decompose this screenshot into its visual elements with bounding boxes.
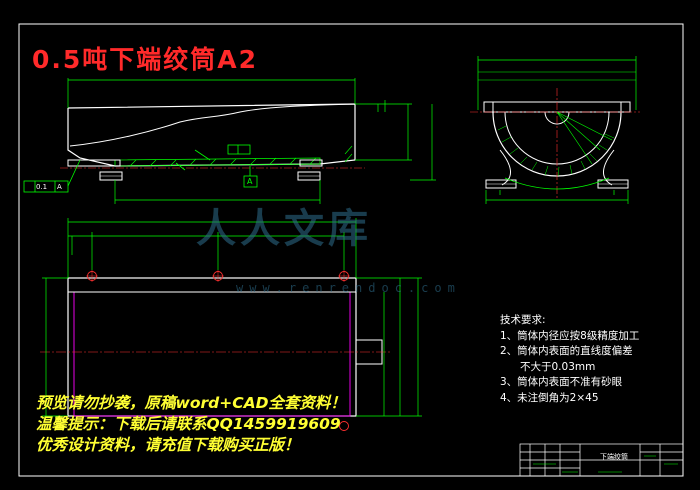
front-dimensions [67,78,436,204]
top-dimensions [42,218,422,417]
drawing-frame [18,23,684,477]
datum-letter-frame: A [57,183,62,191]
side-view [470,56,640,204]
note-item: 2、筒体内表面的直线度偏差 [500,345,633,358]
right-flange [299,159,323,167]
promo-line: 预览请勿抄袭，原稿word+CAD全套资料！ [36,394,346,412]
note-item: 4、未注倒角为2×45 [500,391,599,404]
section-outline [114,157,321,167]
technical-requirements: 技术要求: 1、筒体内径应按8级精度加工 2、筒体内表面的直线度偏差 不大于0.… [500,313,639,407]
left-flange [67,159,121,167]
note-item: 1、筒体内径应按8级精度加工 [500,329,640,342]
notes-heading: 技术要求: [500,314,546,326]
front-view [23,78,436,204]
promo-line: 温馨提示：下载后请联系QQ1459919609 [36,415,341,433]
tolerance-value: 0.1 [36,183,48,191]
promo-line: 优秀设计资料，请充值下载购买正版！ [36,436,300,454]
section-hatch [129,145,353,167]
break-line [69,103,356,147]
top-view [40,218,422,431]
watermark-url: www.renrendoc.com [236,281,461,295]
title-block-part-name: 下端绞筒 [600,453,628,461]
note-item: 不大于0.03mm [520,360,596,373]
note-item: 3、筒体内表面不准有砂眼 [500,376,623,389]
datum-letter: A [247,177,253,186]
title-block [519,443,684,477]
drawing-title: 0.5吨下端绞筒A2 [32,45,259,74]
promo-text: 预览请勿抄袭，原稿word+CAD全套资料！ 温馨提示：下载后请联系QQ1459… [36,393,346,456]
front-view-outline [67,103,356,167]
watermark-logo: 人人文库 [196,205,372,252]
tolerance-callout [23,144,258,193]
